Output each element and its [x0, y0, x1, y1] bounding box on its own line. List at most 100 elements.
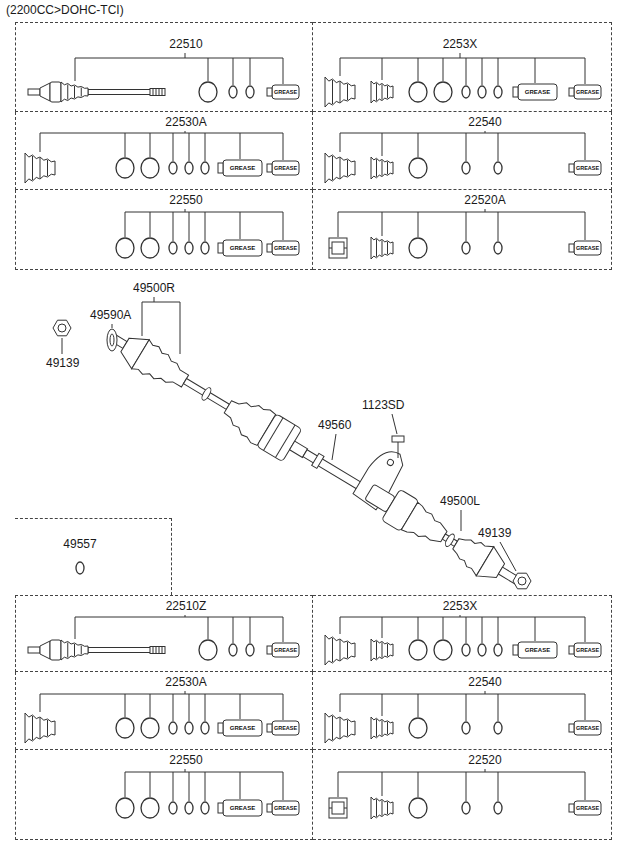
leader-line — [585, 617, 586, 642]
leader-line — [329, 808, 332, 809]
part-number: 22530A — [165, 675, 206, 689]
washer — [107, 329, 117, 351]
boot — [25, 153, 55, 183]
kit-box: 22510 — [15, 22, 313, 112]
leader-line — [240, 772, 241, 799]
grease-tube — [574, 241, 601, 255]
boot — [61, 640, 88, 660]
grease-label: GREASE — [525, 647, 550, 654]
callout-number: 49500L — [440, 494, 480, 508]
leader-line — [205, 133, 206, 161]
ring — [169, 162, 177, 174]
leader-line — [125, 694, 126, 717]
part-number: 22540 — [468, 115, 501, 129]
grease-tube — [518, 84, 557, 100]
leader-line — [382, 212, 383, 236]
grease-tube — [574, 801, 601, 815]
grease-label: GREASE — [576, 647, 599, 654]
cv-joint — [476, 547, 509, 585]
boot — [371, 81, 393, 103]
boot — [325, 153, 355, 183]
kit-box: 22510Z — [15, 595, 313, 672]
leader-line — [125, 133, 126, 157]
leader-line — [332, 638, 333, 662]
grease-tube — [574, 85, 601, 99]
leader-line — [233, 617, 234, 643]
leader-line — [332, 80, 333, 104]
leader-line — [240, 212, 241, 239]
leader-line — [338, 772, 339, 797]
ring — [185, 242, 193, 254]
joint-housing — [264, 418, 284, 451]
leader-line — [498, 212, 499, 241]
callout-number: 49139 — [46, 356, 79, 370]
leader-line — [382, 801, 383, 816]
leader-line — [535, 58, 536, 83]
leader-line — [347, 84, 348, 100]
ring — [434, 640, 452, 660]
ring — [434, 82, 452, 102]
cv-boot — [401, 502, 452, 550]
leader-line — [189, 212, 190, 241]
kit-box: 2253X — [313, 595, 612, 672]
part-number: 2253X — [443, 37, 478, 51]
leader-line — [142, 297, 180, 354]
ring — [494, 802, 502, 814]
grease-tube — [569, 88, 574, 96]
kit-box: 22550 — [15, 190, 313, 270]
ring — [494, 242, 502, 254]
leader-line — [40, 133, 41, 152]
grease-tube — [272, 643, 299, 657]
ring — [409, 158, 427, 178]
leader-line — [482, 58, 483, 85]
leader-line — [376, 83, 377, 101]
grease-label: GREASE — [576, 165, 599, 172]
leader-line — [498, 58, 499, 85]
leader-line — [340, 133, 341, 152]
callout-number: 49139 — [478, 526, 511, 540]
leader-line — [75, 617, 283, 618]
grease-tube — [569, 646, 574, 654]
leader-line — [156, 89, 157, 96]
leader-line — [74, 644, 75, 656]
ring — [201, 162, 209, 174]
ring — [462, 722, 470, 734]
leader-line — [418, 58, 419, 81]
leader-line — [81, 88, 82, 97]
ring — [185, 722, 193, 734]
ring — [201, 722, 209, 734]
leader-line — [382, 694, 383, 716]
leader-line — [173, 694, 174, 721]
ring — [76, 562, 84, 574]
leader-line — [125, 772, 283, 773]
grease-label: GREASE — [230, 805, 255, 812]
grease-label: GREASE — [576, 805, 599, 812]
grease-tube — [218, 723, 223, 733]
leader-line — [585, 694, 586, 720]
leader-line — [332, 156, 333, 180]
ring — [141, 238, 159, 258]
leader-line — [329, 248, 332, 249]
leader-line — [443, 617, 444, 639]
leader-line — [283, 694, 284, 720]
leader-line — [347, 642, 348, 658]
leader-line — [382, 161, 383, 176]
leader-line — [112, 324, 113, 328]
ring — [246, 644, 254, 656]
leader-line — [466, 133, 467, 161]
leader-line — [466, 694, 467, 721]
leader-line — [150, 133, 151, 157]
ring — [185, 162, 193, 174]
leader-line — [382, 85, 383, 100]
leader-line — [173, 212, 174, 241]
kit-box: 2253X — [313, 22, 612, 112]
leader-line — [150, 212, 151, 237]
leader-line — [500, 542, 516, 571]
boot — [325, 635, 355, 665]
grease-label: GREASE — [230, 725, 255, 732]
grease-tube — [272, 721, 299, 735]
ring — [494, 86, 502, 98]
leader-line — [466, 617, 467, 643]
leader-line — [418, 772, 419, 797]
ring — [478, 86, 486, 98]
